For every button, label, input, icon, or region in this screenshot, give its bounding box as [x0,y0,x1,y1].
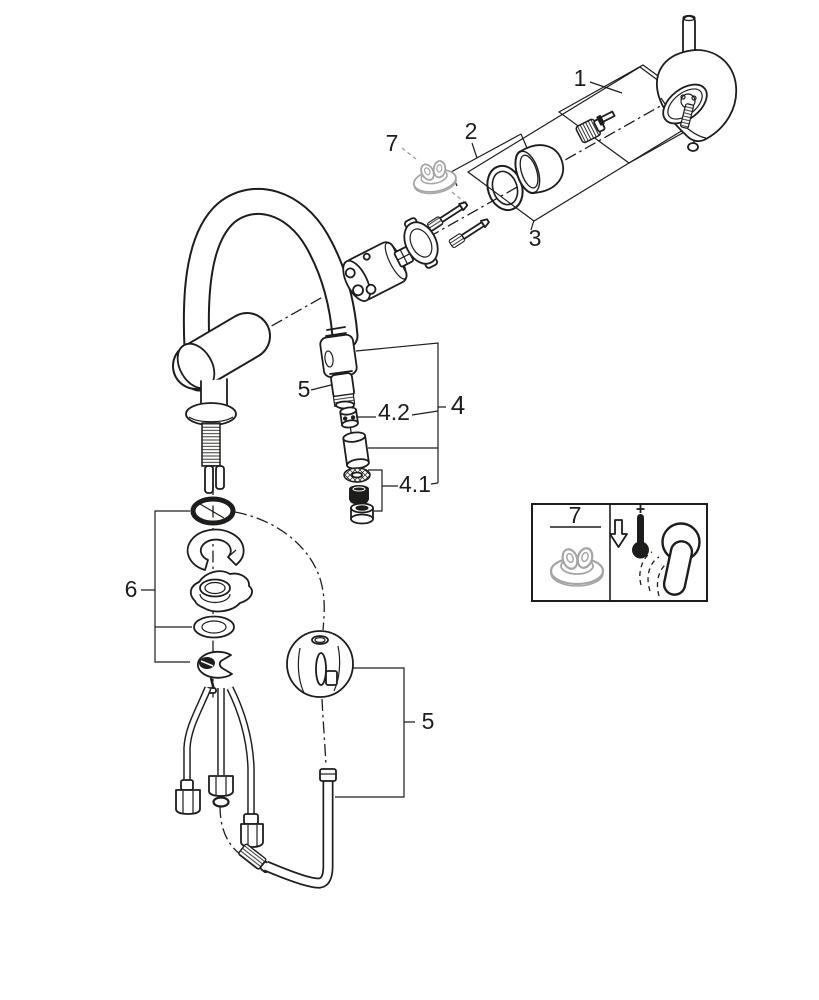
cap-dome [514,144,564,195]
cartridge [342,241,414,302]
instruction-inset: 7 [531,502,708,602]
spray-sleeve [342,431,370,470]
handle-adapter [575,118,606,144]
hose-nut [208,775,234,797]
pullout-hose-outlet [226,686,264,848]
callout-5-spray-label: 5 [298,376,311,402]
escutcheon [185,402,237,426]
clamp-bracket [197,650,233,694]
callout-lines [141,81,698,798]
callout-7-label: 7 [386,130,399,156]
fixing-screw-b [448,218,490,249]
hand-on-lever-icon [639,522,701,597]
callout-4-label: 4 [451,390,465,420]
pull-out-hose [263,768,337,889]
adapter-screw [596,110,616,126]
faucet-spout [182,187,359,392]
callout-labels: 1 2 3 7 5 4.2 4 4.1 6 5 [125,65,587,734]
aerator-cap [350,502,374,525]
set-screw-cap [687,142,699,152]
threaded-shank [201,422,225,494]
callout-1-label: 1 [574,65,587,91]
mounting-tool [409,156,459,198]
base-o-ring [190,496,236,526]
handle-set-screw [680,103,699,152]
construction-lines [212,64,715,856]
callout-5-hose-label: 5 [422,708,435,734]
hose-end-fitting [319,768,337,782]
hose-washer [212,796,230,808]
thermometer-icon [632,505,649,559]
callout-4-1-label: 4.1 [399,471,431,497]
hose-weight [286,630,354,698]
faucet-body [172,312,271,407]
supply-hose-middle [208,688,234,808]
mounting-flange [189,570,253,613]
fixing-screw-a [427,201,469,232]
callout-3-label: 3 [529,225,542,251]
spray-button [324,350,334,368]
arrow-down-icon [609,519,628,548]
base-washer [193,615,235,639]
callout-4-2-label: 4.2 [378,399,410,425]
horseshoe-spacer [186,528,245,571]
hose-nut [175,789,201,815]
callout-2-label: 2 [465,118,478,144]
callout-6-label: 6 [125,576,138,602]
supply-hose-left [175,686,212,815]
aerator-insert [349,485,369,505]
inset-7-label: 7 [569,502,582,528]
mousseur-insert [339,406,359,429]
hose-nut [240,823,264,848]
spray-head [319,326,358,410]
lever-handle [656,14,738,143]
flow-restrictor [343,467,371,483]
cartridge-flange-ring [403,217,439,269]
